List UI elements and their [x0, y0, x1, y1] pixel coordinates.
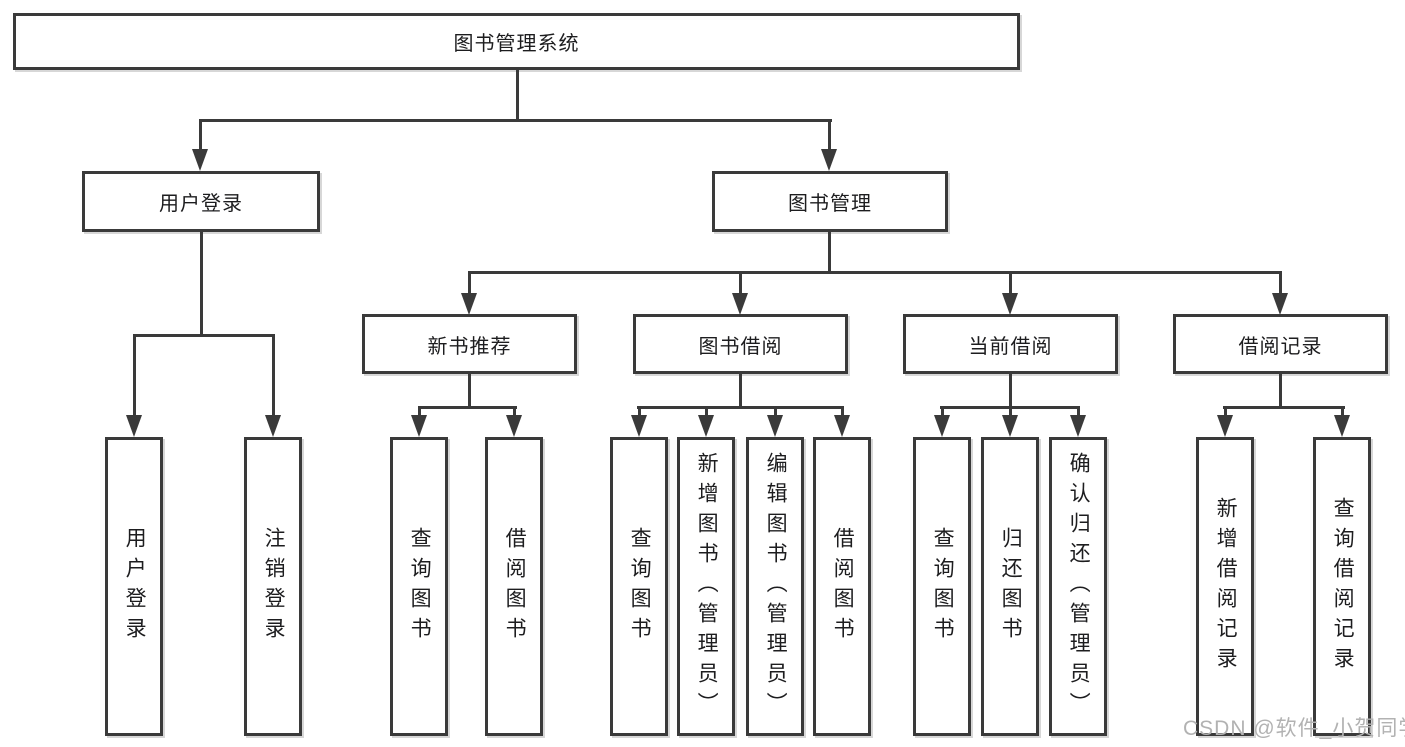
leaf-label: 查询借阅记录: [1331, 496, 1355, 677]
connector-line: [199, 119, 832, 122]
node-borrowing-records: 借阅记录: [1173, 314, 1388, 374]
node-label: 借阅记录: [1238, 335, 1323, 358]
arrow-down-icon: [767, 415, 783, 437]
leaf-add-borrow-record: 新增借阅记录: [1196, 437, 1254, 736]
leaf-label: 借阅图书: [831, 526, 855, 647]
connector-line: [1009, 374, 1012, 409]
arrow-down-icon: [698, 415, 714, 437]
arrow-down-icon: [934, 415, 950, 437]
connector-line: [828, 119, 831, 151]
leaf-label: 新增图书（管理员）: [695, 451, 719, 722]
leaf-query-books-borrow: 查询图书: [610, 437, 668, 736]
connector-line: [133, 334, 136, 418]
connector-line: [941, 406, 944, 418]
connector-line: [200, 232, 203, 336]
node-label: 图书管理系统: [453, 33, 580, 55]
leaf-borrow-books: 借阅图书: [813, 437, 871, 736]
connector-line: [1223, 406, 1345, 409]
leaf-edit-books-admin: 编辑图书（管理员）: [746, 437, 804, 736]
arrow-down-icon: [1070, 415, 1086, 437]
leaf-return-books: 归还图书: [981, 437, 1039, 736]
connector-line: [516, 70, 519, 122]
node-user-login: 用户登录: [82, 171, 320, 232]
connector-line: [468, 271, 1282, 274]
leaf-label: 编辑图书（管理员）: [764, 451, 788, 722]
leaf-label: 确认归还（管理员）: [1067, 451, 1091, 722]
connector-line: [468, 271, 471, 295]
csdn-watermark: CSDN @软件_小贺同学: [1183, 717, 1405, 740]
leaf-add-books-admin: 新增图书（管理员）: [677, 437, 735, 736]
node-current-borrowing: 当前借阅: [903, 314, 1118, 374]
node-label: 用户登录: [159, 193, 243, 215]
connector-line: [739, 374, 742, 409]
leaf-label: 查询图书: [408, 526, 432, 647]
arrow-down-icon: [506, 415, 522, 437]
connector-line: [841, 406, 844, 418]
arrow-down-icon: [1002, 293, 1018, 315]
connector-line: [1224, 406, 1227, 418]
leaf-label: 查询图书: [628, 526, 652, 647]
leaf-label: 新增借阅记录: [1214, 496, 1238, 677]
leaf-label: 借阅图书: [503, 526, 527, 647]
leaf-label: 用户登录: [123, 526, 147, 647]
node-book-management: 图书管理: [712, 171, 948, 232]
arrow-down-icon: [1002, 415, 1018, 437]
leaf-label: 归还图书: [999, 526, 1023, 647]
node-label: 新书推荐: [427, 335, 512, 358]
node-library-management-system: 图书管理系统: [13, 13, 1020, 70]
node-label: 图书借阅: [698, 335, 783, 358]
arrow-down-icon: [631, 415, 647, 437]
connector-line: [418, 406, 517, 409]
arrow-down-icon: [821, 149, 837, 171]
connector-line: [418, 406, 421, 418]
connector-line: [1009, 271, 1012, 295]
connector-line: [468, 374, 471, 409]
connector-line: [638, 406, 641, 418]
connector-line: [1341, 406, 1344, 418]
leaf-borrow-books-recommend: 借阅图书: [485, 437, 543, 736]
connector-line: [1009, 406, 1012, 418]
arrow-down-icon: [1217, 415, 1233, 437]
leaf-query-borrow-record: 查询借阅记录: [1313, 437, 1371, 736]
arrow-down-icon: [834, 415, 850, 437]
connector-line: [133, 334, 275, 337]
leaf-user-login: 用户登录: [105, 437, 163, 736]
connector-line: [1279, 374, 1282, 409]
connector-line: [637, 406, 844, 409]
leaf-label: 查询图书: [931, 526, 955, 647]
connector-line: [828, 232, 831, 274]
connector-line: [199, 119, 202, 151]
leaf-label: 注销登录: [262, 526, 286, 647]
arrow-down-icon: [1334, 415, 1350, 437]
arrow-down-icon: [732, 293, 748, 315]
connector-line: [705, 406, 708, 418]
arrow-down-icon: [126, 415, 142, 437]
arrow-down-icon: [461, 293, 477, 315]
node-book-borrowing: 图书借阅: [633, 314, 848, 374]
connector-line: [1077, 406, 1080, 418]
connector-line: [513, 406, 516, 418]
leaf-logout: 注销登录: [244, 437, 302, 736]
arrow-down-icon: [192, 149, 208, 171]
connector-line: [272, 334, 275, 418]
arrow-down-icon: [265, 415, 281, 437]
leaf-query-books-current: 查询图书: [913, 437, 971, 736]
connector-line: [1279, 271, 1282, 295]
connector-line: [739, 271, 742, 295]
connector-line: [774, 406, 777, 418]
node-label: 图书管理: [788, 193, 872, 215]
leaf-query-books-recommend: 查询图书: [390, 437, 448, 736]
node-new-book-recommendation: 新书推荐: [362, 314, 577, 374]
arrow-down-icon: [411, 415, 427, 437]
arrow-down-icon: [1272, 293, 1288, 315]
node-label: 当前借阅: [968, 335, 1053, 358]
leaf-confirm-return-admin: 确认归还（管理员）: [1049, 437, 1107, 736]
